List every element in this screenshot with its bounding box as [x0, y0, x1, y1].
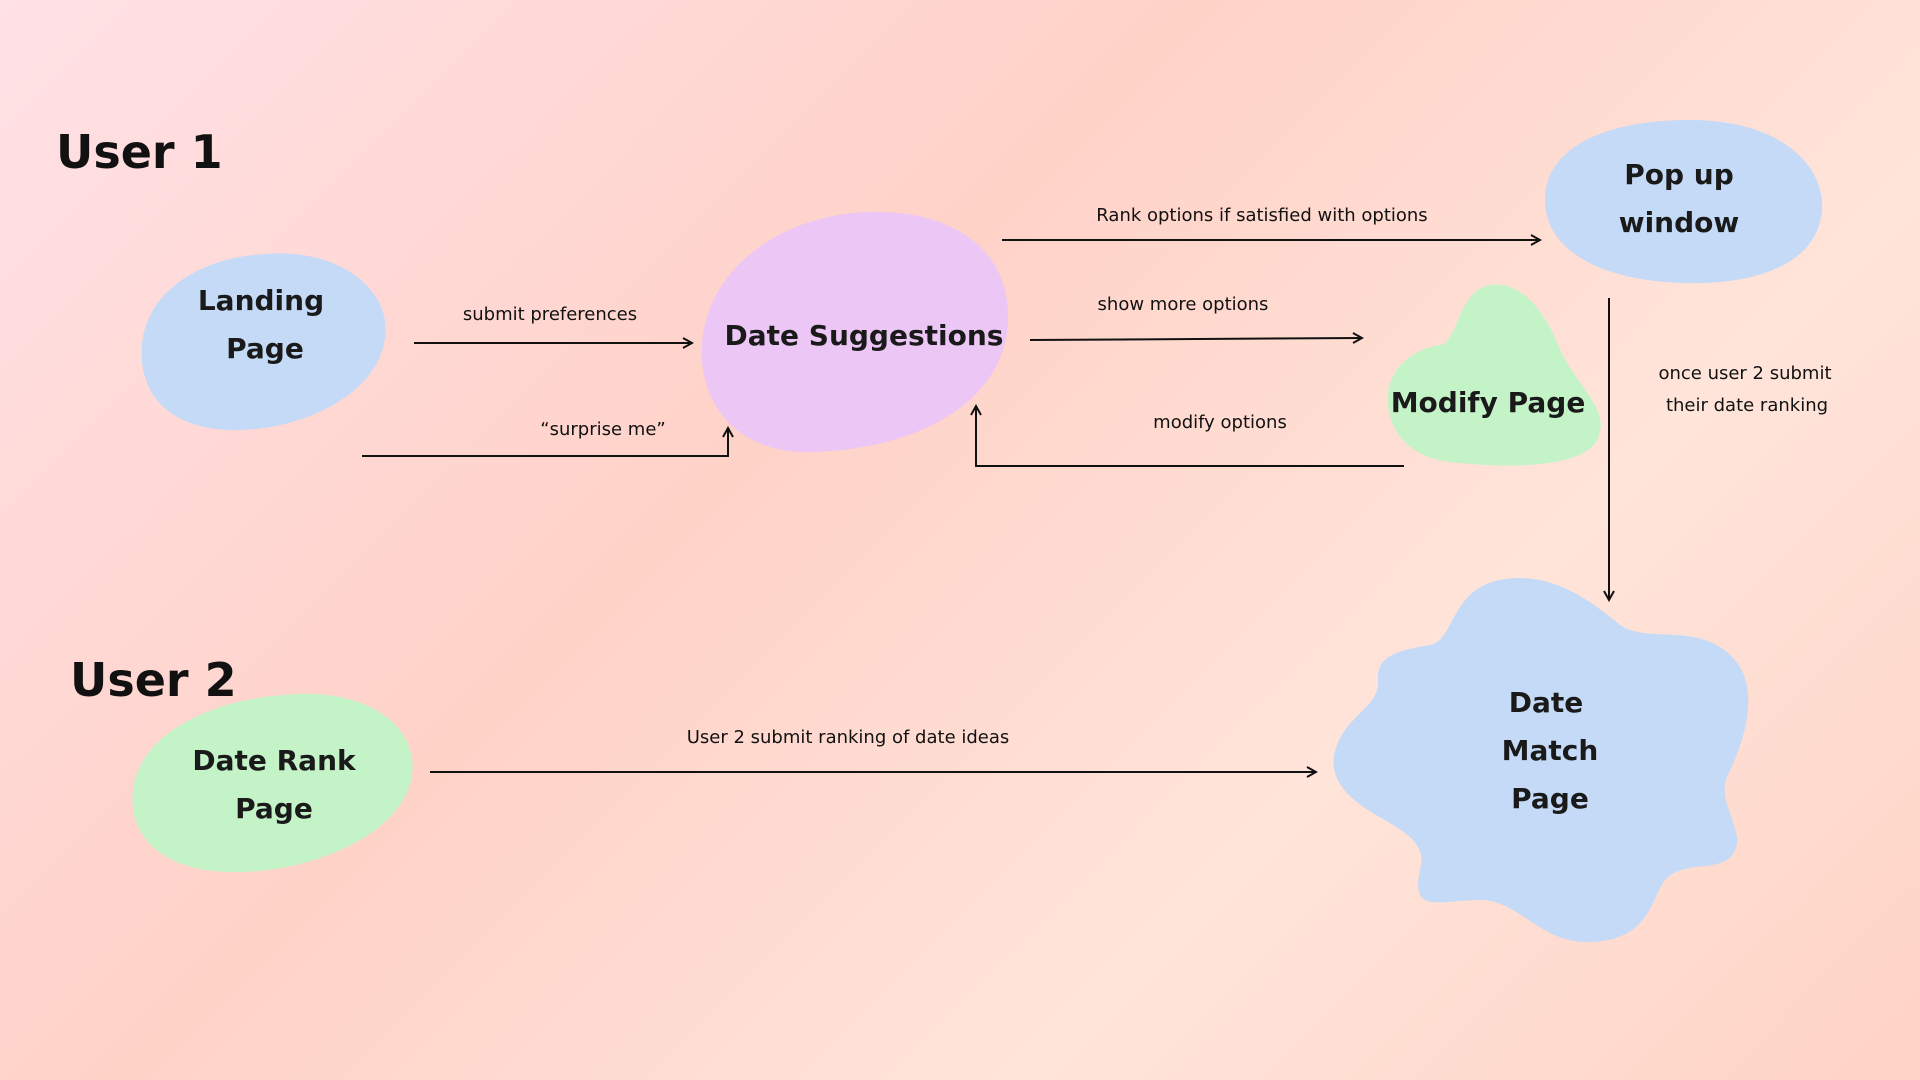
landing-page-node: Landing Page: [141, 253, 386, 431]
show-more-options-arrow: [1029, 338, 1362, 340]
modify-options-label: modify options: [1153, 412, 1287, 433]
submit-preferences-label: submit preferences: [463, 304, 637, 325]
user1-heading: User 1: [56, 125, 223, 179]
date-rank-page-node: Date Rank Page: [132, 693, 413, 872]
date-rank-page-label-2: Page: [235, 792, 313, 825]
date-rank-page-label-1: Date Rank: [192, 744, 357, 777]
popup-window-label-2: window: [1619, 206, 1740, 239]
popup-window-blob: [1545, 120, 1823, 284]
date-match-page-label-1: Date: [1509, 686, 1584, 719]
rank-options-label: Rank options if satisfied with options: [1096, 205, 1427, 226]
user2-submit-ranking-label: User 2 submit ranking of date ideas: [687, 727, 1010, 748]
show-more-options-label: show more options: [1098, 294, 1269, 315]
landing-page-label-2: Page: [226, 332, 304, 365]
date-suggestions-node: Date Suggestions: [701, 211, 1009, 453]
popup-window-label-1: Pop up: [1624, 158, 1734, 191]
once-user2-label-1: once user 2 submit: [1658, 363, 1831, 384]
user2-heading: User 2: [70, 653, 237, 707]
date-match-page-label-2: Match: [1502, 734, 1599, 767]
date-rank-page-blob: [132, 693, 413, 872]
modify-options-arrow: [976, 406, 1404, 467]
modify-page-label: Modify Page: [1391, 386, 1586, 419]
modify-page-blob: [1387, 284, 1601, 466]
date-match-page-blob: [1333, 578, 1749, 943]
landing-page-blob: [141, 253, 386, 431]
once-user2-label-2: their date ranking: [1666, 395, 1828, 416]
date-match-page-label-3: Page: [1511, 782, 1589, 815]
modify-page-node: Modify Page: [1387, 284, 1601, 466]
date-suggestions-label: Date Suggestions: [725, 319, 1004, 352]
landing-page-label-1: Landing: [198, 284, 324, 317]
surprise-me-arrow: [362, 428, 728, 457]
popup-window-node: Pop up window: [1545, 120, 1823, 284]
surprise-me-label: “surprise me”: [540, 419, 665, 440]
date-match-page-node: Date Match Page: [1333, 578, 1749, 943]
date-suggestions-blob: [701, 211, 1009, 453]
